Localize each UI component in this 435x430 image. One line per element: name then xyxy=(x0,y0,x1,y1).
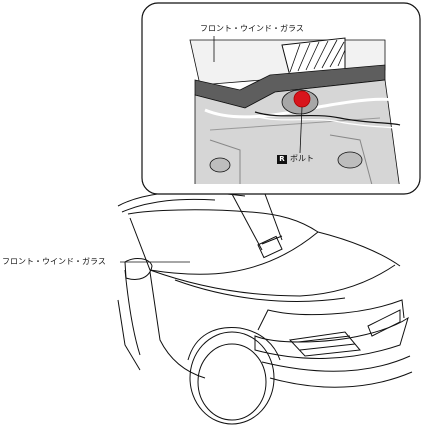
car-windshield-label: フロント・ウインド・ガラス xyxy=(2,257,106,266)
car-illustration xyxy=(117,191,413,425)
detail-callout xyxy=(141,2,421,195)
bolt-marker xyxy=(293,90,311,108)
bolt-label-text: ボルト xyxy=(290,154,314,163)
detail-mechanism xyxy=(189,37,401,184)
callout-funnel xyxy=(231,193,283,251)
bolt-label: R ボルト xyxy=(277,154,314,164)
detail-windshield-label: フロント・ウインド・ガラス xyxy=(200,24,304,33)
bolt-badge: R xyxy=(277,154,287,164)
